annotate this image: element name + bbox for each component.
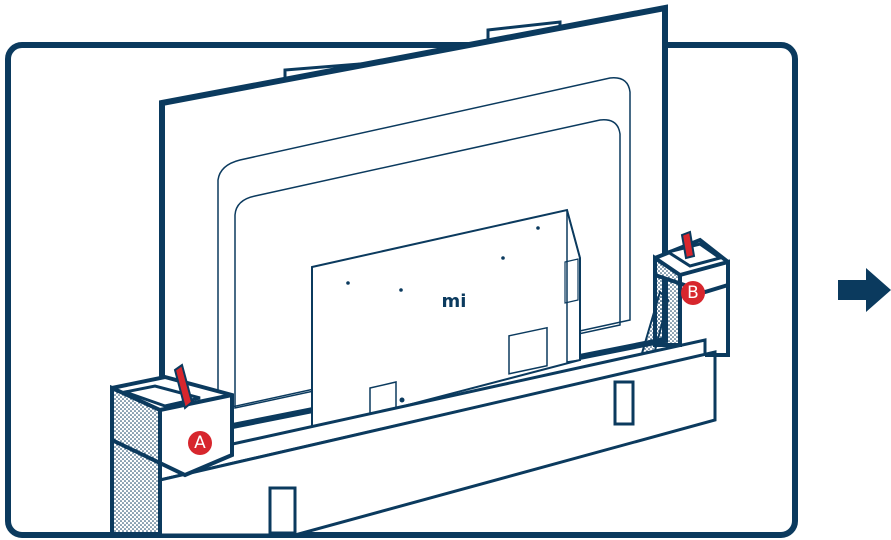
screw-hole	[501, 256, 505, 260]
arrow-right-icon	[838, 268, 891, 312]
screw-hole	[346, 281, 350, 285]
screw-hole	[536, 226, 540, 230]
brand-logo-text: mi	[442, 291, 467, 312]
screw-hole	[400, 398, 405, 403]
marker-b-label: B	[687, 283, 699, 303]
marker-a-label: A	[194, 433, 206, 453]
brand-logo: mi	[442, 291, 467, 312]
screw-hole	[399, 288, 403, 292]
